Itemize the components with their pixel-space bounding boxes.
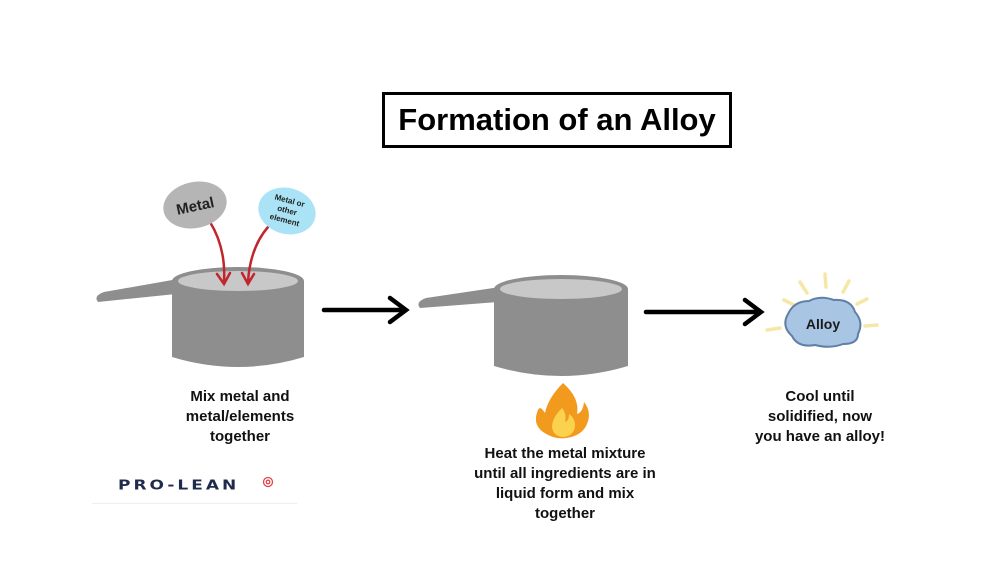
caption-line: Heat the metal mixture [484, 445, 646, 462]
alloy-icon: Alloy [765, 272, 879, 348]
step-2-caption: Heat the metal mixture until all ingredi… [445, 444, 685, 524]
caption-line: you have an alloy! [754, 428, 886, 445]
pot-handle [96, 279, 178, 302]
pot-interior [178, 271, 298, 291]
alloy-lump [784, 296, 862, 348]
caption-line: Mix metal and [190, 388, 290, 405]
metal-bubble: Metal [163, 181, 227, 229]
caption-line: Cool until [785, 388, 855, 405]
pot-body [494, 289, 628, 376]
element-bubble: Metal or other element [258, 187, 316, 235]
caption-line: until all ingredients are in [474, 465, 656, 482]
process-arrow-2 [643, 297, 765, 327]
step-1-caption: Mix metal and metal/elements together [150, 387, 330, 447]
pot-mix [96, 267, 304, 367]
caption-line: metal/elements [185, 408, 295, 425]
pot-handle [418, 287, 500, 308]
pot-body [172, 281, 304, 367]
logo-divider [92, 503, 297, 504]
diagram-title: Formation of an Alloy [382, 92, 732, 148]
element-drop-arrow [246, 225, 270, 284]
metal-drop-arrowhead [215, 271, 232, 287]
sun-rays [765, 272, 879, 332]
caption-line: solidified, now [767, 408, 873, 425]
pro-lean-logo: PRO-LEAN [118, 478, 240, 494]
alloy-label: Alloy [806, 316, 840, 332]
element-drop-arrowhead [240, 271, 256, 287]
pot-interior [500, 279, 622, 299]
pot-heat [418, 275, 628, 376]
caption-line: together [210, 428, 270, 445]
metal-drop-arrow [208, 220, 226, 284]
pro-lean-logo-mark [262, 476, 274, 488]
fire-icon [535, 383, 589, 439]
drop-arrows [208, 220, 270, 287]
step-3-caption: Cool until solidified, now you have an a… [745, 387, 895, 447]
caption-line: liquid form and mix [495, 485, 635, 502]
process-arrow-1 [321, 295, 410, 325]
caption-line: together [535, 505, 595, 522]
